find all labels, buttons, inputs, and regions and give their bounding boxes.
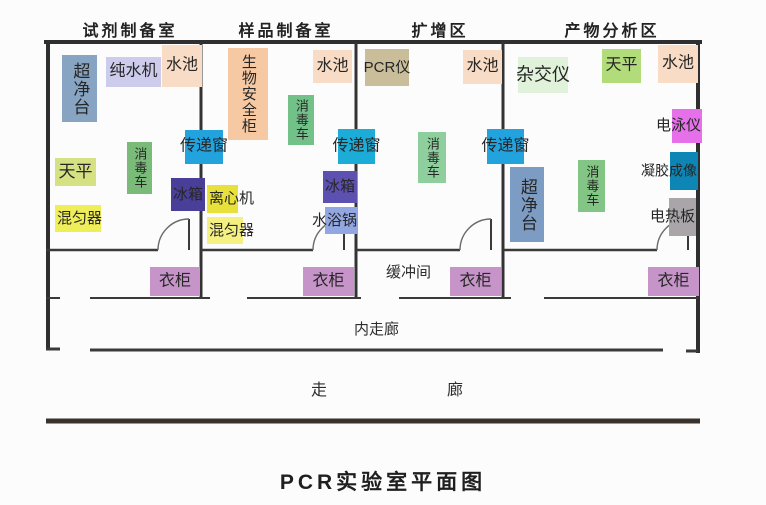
equipment-label: 天平	[605, 56, 638, 74]
wardrobe-label: 衣柜	[459, 272, 492, 290]
equipment-mixer: 混匀器	[55, 205, 103, 232]
equipment-label: 凝胶成像	[641, 162, 697, 179]
equipment-sink: 水池	[658, 45, 698, 83]
equipment-label: 消毒车	[132, 147, 148, 189]
equipment-label: 水浴锅	[311, 211, 357, 229]
room-label-product-analysis: 产物分析区	[564, 23, 660, 40]
equipment-sink: 水池	[162, 45, 202, 87]
equipment-label: 杂交仪	[516, 64, 570, 85]
equipment-label: 水池	[661, 54, 695, 72]
equipment-label: 消毒车	[424, 136, 440, 179]
corridor-label-right: 廊	[447, 382, 464, 399]
equipment-label: 离心机	[209, 190, 255, 208]
equipment-sink: 水池	[463, 50, 502, 84]
equipment-water-purifier: 纯水机	[106, 57, 161, 87]
wardrobe-2: 衣柜	[303, 267, 354, 296]
equipment-gel-imaging: 凝胶成像	[641, 152, 698, 190]
equipment-sink: 水池	[313, 50, 352, 83]
equipment-clean-bench: 超净台	[510, 167, 544, 242]
equipment-centrifuge: 离心机	[207, 185, 254, 213]
equipment-label: 水池	[165, 56, 199, 74]
equipment-label: 电热板	[649, 208, 695, 226]
pass-window-1: 传递窗	[180, 130, 228, 164]
equipment-label: 混匀器	[209, 221, 255, 239]
pass-window-label: 传递窗	[179, 137, 229, 155]
equipment-mixer: 混匀器	[207, 217, 254, 244]
door-leaves	[188, 219, 689, 250]
equipment-hybridization-oven: 杂交仪	[516, 57, 570, 93]
buffer-room-label: 缓冲间	[386, 264, 432, 281]
equipment-label: 消毒车	[293, 99, 309, 141]
equipment-disinfection-cart: 消毒车	[418, 132, 446, 183]
equipment-disinfection-cart: 消毒车	[288, 95, 314, 145]
equipment-label: 超净台	[517, 177, 537, 232]
inner-corridor-label: 内走廊	[354, 321, 400, 338]
equipment-disinfection-cart: 消毒车	[127, 142, 152, 194]
room-label-reagent-prep: 试剂制备室	[82, 23, 178, 40]
equipment-electrophoresis: 电泳仪	[656, 109, 702, 143]
equipment-label: PCR仪	[363, 58, 411, 76]
equipment-label: 水池	[316, 57, 349, 75]
page-title: PCR实验室平面图	[279, 471, 487, 494]
room-label-sample-prep: 样品制备室	[238, 23, 334, 40]
wardrobe-3: 衣柜	[450, 267, 501, 296]
equipment-fridge: 冰箱	[171, 178, 205, 211]
pass-window-3: 传递窗	[481, 129, 530, 164]
equipment-label: 天平	[58, 162, 93, 182]
equipment-label: 水池	[466, 57, 499, 75]
equipment-disinfection-cart: 消毒车	[578, 160, 605, 212]
equipment-label: 冰箱	[172, 185, 204, 203]
equipment-label: 混匀器	[57, 209, 103, 227]
door-swing-arcs	[157, 218, 689, 251]
equipment-pcr-machine: PCR仪	[363, 49, 411, 86]
corridor-label-left: 走	[311, 382, 328, 399]
equipment-label: 生物安全柜	[239, 54, 257, 134]
equipment-clean-bench: 超净台	[62, 55, 97, 122]
wardrobe-1: 衣柜	[150, 267, 200, 296]
equipment-fridge: 冰箱	[323, 171, 357, 203]
equipment-label: 消毒车	[584, 165, 600, 207]
equipment-label: 超净台	[70, 61, 90, 116]
equipment-label: 纯水机	[109, 62, 158, 80]
equipment-label: 电泳仪	[655, 117, 701, 135]
wardrobe-label: 衣柜	[312, 272, 345, 290]
equipment-water-bath: 水浴锅	[312, 207, 358, 234]
pass-window-label: 传递窗	[481, 137, 530, 155]
wardrobe-label: 衣柜	[657, 272, 690, 290]
equipment-balance: 天平	[602, 49, 641, 83]
wall-inner-corridor-bottom	[46, 347, 698, 353]
equipment-label: 冰箱	[324, 178, 356, 196]
wardrobe-4: 衣柜	[648, 267, 699, 296]
wardrobe-label: 衣柜	[158, 272, 192, 290]
equipment-biosafety-cabinet: 生物安全柜	[228, 48, 268, 140]
equipment-hot-plate: 电热板	[650, 198, 696, 236]
room-label-amplification: 扩增区	[411, 23, 469, 40]
pass-window-2: 传递窗	[332, 129, 381, 164]
pass-window-label: 传递窗	[332, 137, 381, 155]
equipment-balance: 天平	[55, 158, 96, 186]
